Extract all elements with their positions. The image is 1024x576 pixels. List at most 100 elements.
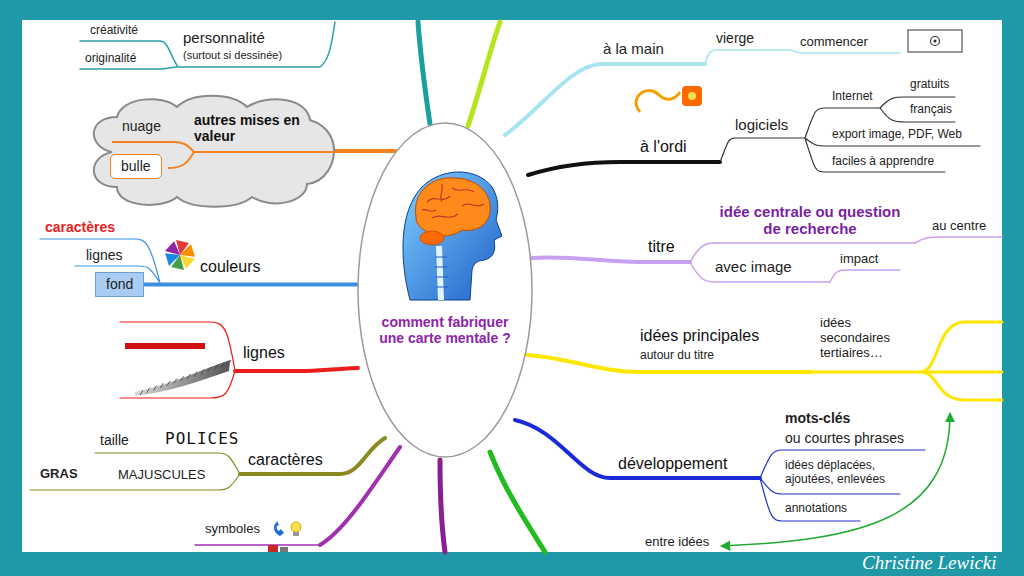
topic-label: Internet (832, 90, 873, 104)
topic-label: personnalité (183, 29, 265, 46)
topic-label: entre idées (645, 535, 709, 550)
branch-lines (532, 257, 690, 262)
branch-lines (120, 322, 235, 398)
branch-label: titre (648, 238, 675, 256)
topic-label: mots-clés (785, 410, 850, 426)
node-text: autres mises en valeur (194, 112, 312, 144)
brain-illustration (420, 231, 444, 245)
topic-label: idée centrale ou question de recherche (710, 203, 910, 238)
branch-lines (240, 438, 385, 474)
topic-label: gratuits (910, 78, 949, 92)
ellipse-outline (358, 123, 532, 457)
node-text: nuage (122, 118, 161, 134)
topic-label: MAJUSCULES (118, 468, 205, 483)
line-samples (154, 385, 157, 390)
branch-label: couleurs (200, 258, 260, 276)
branch-label: caractères (248, 451, 323, 469)
pinwheel-icon (165, 240, 184, 259)
topic-label: créativité (90, 24, 138, 38)
topic-label: symboles (205, 522, 260, 537)
line-samples (201, 369, 204, 374)
brain-illustration (403, 172, 502, 300)
symbol-icons (293, 532, 299, 536)
fill-swatch-box: fond (95, 272, 144, 297)
brain-illustration (435, 257, 448, 287)
branch-lines (30, 22, 1002, 552)
topic-label: vierge (716, 30, 754, 46)
software-icon (682, 86, 702, 106)
pinwheel-icon (163, 240, 198, 271)
topic-label: (surtout si dessinée) (183, 49, 282, 62)
decoration (140, 360, 231, 395)
commencer-icon (908, 30, 962, 52)
branch-lines (515, 420, 760, 478)
topic-label: lignes (86, 247, 123, 263)
central-ellipse: comment fabriquer une carte mentale ? (357, 122, 533, 458)
topic-label: caractères (45, 219, 115, 235)
line-samples (208, 367, 211, 372)
branch-connector (334, 149, 396, 153)
topic-label: taille (100, 432, 129, 448)
node-text: bulle (121, 158, 151, 175)
branch-label: développement (618, 455, 727, 473)
line-samples (160, 383, 163, 388)
branch-label: POLICES (165, 430, 239, 448)
branch-lines (690, 237, 1002, 282)
branch-lines (30, 453, 240, 490)
cloud-outline (94, 96, 334, 207)
line-samples (174, 378, 177, 383)
branch-lines (235, 368, 358, 371)
line-samples (140, 390, 143, 395)
commencer-icon (908, 30, 962, 52)
topic-label: impact (840, 252, 878, 267)
symbol-icons (291, 522, 301, 532)
symbol-icons (274, 521, 284, 536)
topic-label: GRAS (40, 467, 78, 482)
topic-label: au centre (932, 219, 986, 234)
topic-label: avec image (715, 258, 792, 275)
topic-label: faciles à apprendre (832, 155, 934, 169)
line-samples (167, 381, 170, 386)
branch-connector (144, 282, 357, 286)
line-samples (194, 372, 197, 377)
branch-lines (468, 22, 500, 126)
line-samples (221, 362, 224, 367)
topic-label: idées secondaires tertiaires… (820, 316, 902, 361)
line-samples (125, 343, 205, 349)
symbol-icons (268, 545, 278, 552)
ellipse-outline (357, 122, 533, 458)
symbol-icons (268, 521, 301, 552)
branch-lines (80, 22, 335, 69)
line-samples (147, 388, 150, 393)
node-text: fond (106, 276, 133, 293)
watermark: Christine Lewicki (862, 552, 997, 574)
line-samples (228, 360, 231, 365)
topic-label: originalité (85, 52, 136, 66)
line-samples (181, 376, 184, 381)
line-samples (214, 365, 217, 370)
bubble-box: bulle (110, 154, 162, 179)
topic-label: annotations (785, 502, 847, 516)
topic-label: à la main (603, 40, 664, 57)
cloud-outline (82, 92, 334, 210)
branch-lines (195, 544, 320, 546)
branch-lines (490, 452, 545, 552)
symbol-icons (280, 547, 288, 552)
frame (22, 20, 1002, 552)
branch-lines (528, 162, 720, 175)
line-samples (187, 374, 190, 379)
branch-label: idées principales (640, 327, 759, 345)
software-icon (636, 91, 680, 112)
topic-label: commencer (800, 35, 868, 50)
topic-label: ou courtes phrases (785, 430, 904, 446)
line-samples (125, 343, 231, 396)
software-icon (636, 86, 702, 112)
topic-label: français (910, 103, 952, 117)
line-samples (135, 360, 230, 396)
topic-label: logiciels (735, 116, 788, 133)
branch-lines (705, 50, 900, 64)
branch-label: à l'ordi (640, 138, 687, 156)
commencer-icon (933, 39, 936, 42)
branch-lines (418, 22, 430, 124)
